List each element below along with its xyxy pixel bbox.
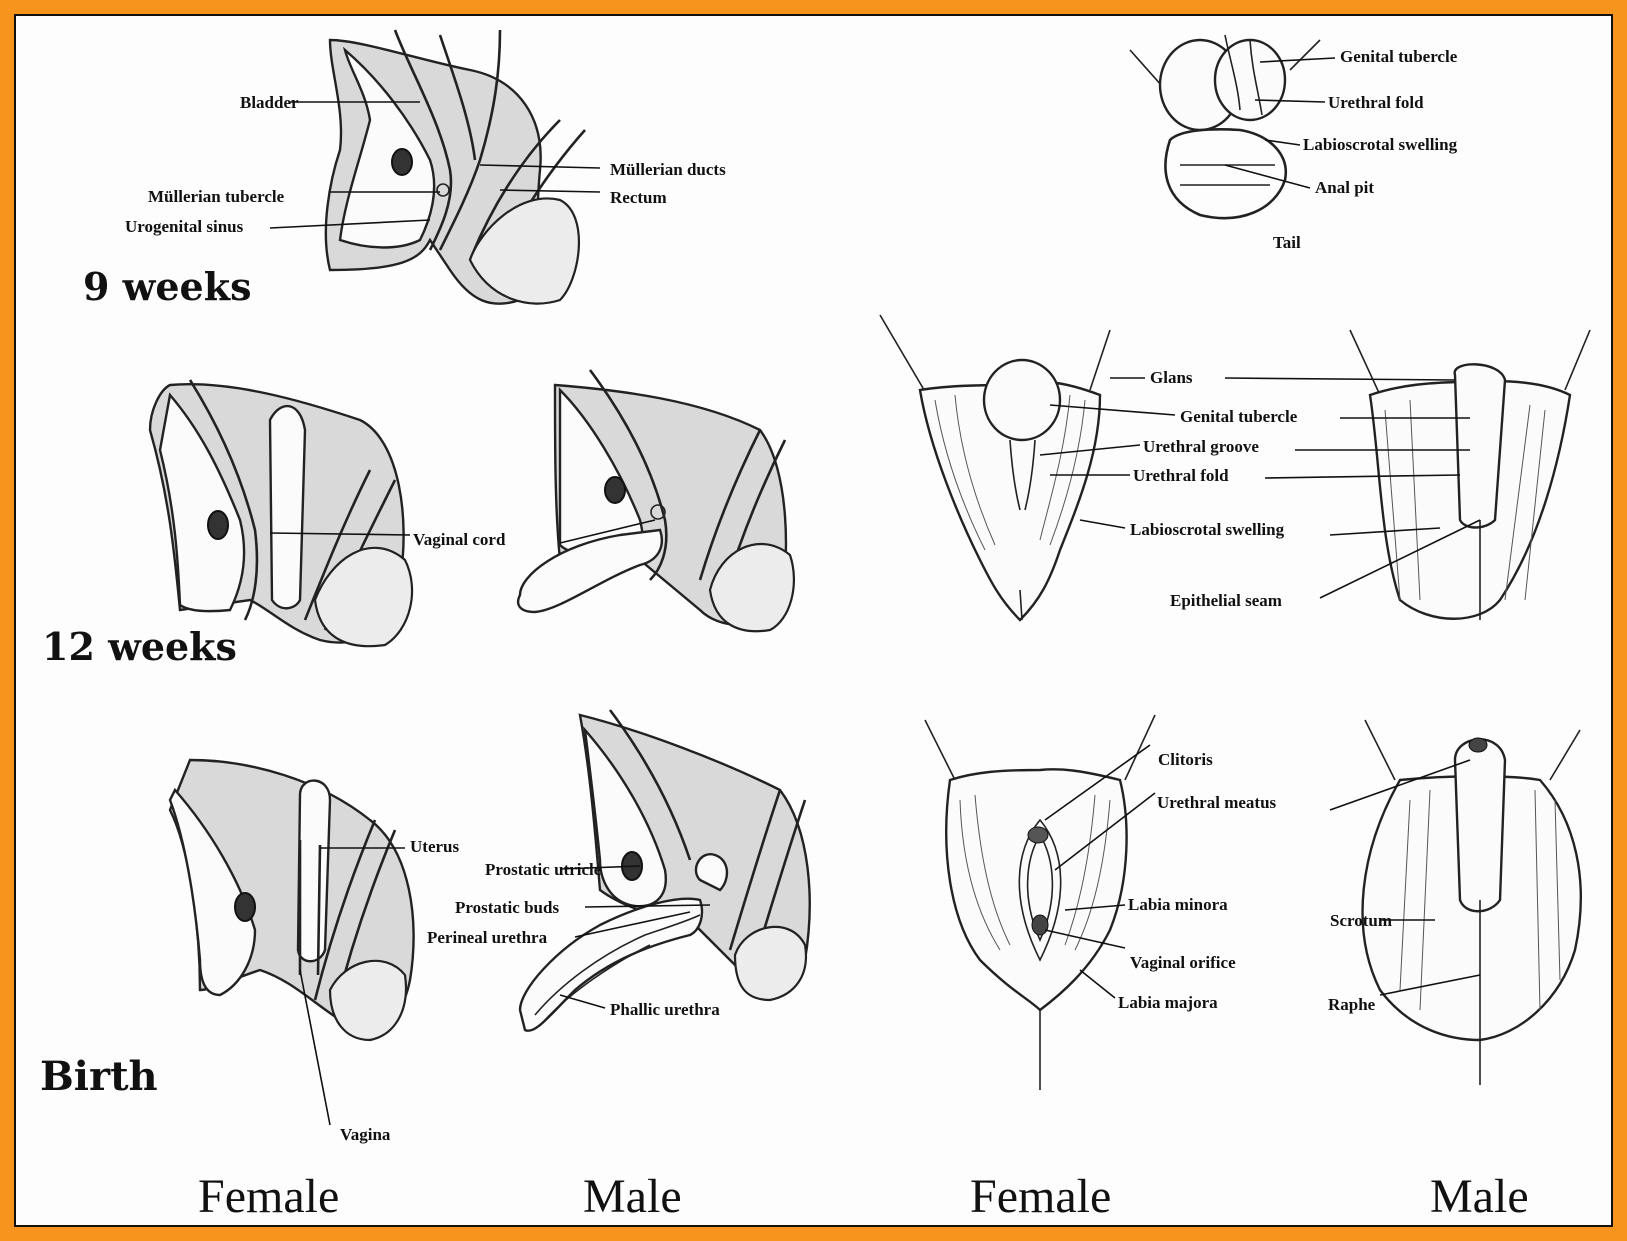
label-uterus: Uterus: [410, 837, 459, 856]
sagittal-birth-female: [170, 760, 414, 1125]
label-labia-majora: Labia majora: [1118, 993, 1218, 1012]
label-perineal-urethra: Perineal urethra: [427, 928, 548, 947]
label-vagina: Vagina: [340, 1125, 391, 1144]
label-urethral-groove: Urethral groove: [1143, 437, 1259, 456]
stage-label-12-weeks: 12 weeks: [42, 624, 237, 669]
caption-male-external: Male: [1430, 1170, 1529, 1223]
sagittal-12-weeks-male: [518, 370, 794, 631]
label-rectum: Rectum: [610, 188, 667, 207]
label-mullerian-ducts: Müllerian ducts: [610, 160, 726, 179]
label-raphe: Raphe: [1328, 995, 1376, 1014]
label-prostatic-utricle: Prostatic utricle: [485, 860, 602, 879]
label-clitoris: Clitoris: [1158, 750, 1213, 769]
label-epithelial-seam: Epithelial seam: [1170, 591, 1282, 610]
sagittal-12-weeks-female: [150, 380, 412, 646]
label-labioscrotal-swelling-12w: Labioscrotal swelling: [1130, 520, 1285, 539]
external-12-weeks-female: [880, 315, 1110, 620]
caption-female-internal: Female: [198, 1170, 339, 1223]
label-scrotum: Scrotum: [1330, 911, 1392, 930]
label-anal-pit: Anal pit: [1315, 178, 1374, 197]
stage-label-birth: Birth: [40, 1053, 158, 1100]
label-vaginal-cord: Vaginal cord: [413, 530, 506, 549]
label-genital-tubercle-indiff: Genital tubercle: [1340, 47, 1458, 66]
label-vaginal-orifice: Vaginal orifice: [1130, 953, 1236, 972]
label-urethral-fold-12w: Urethral fold: [1133, 466, 1229, 485]
label-glans: Glans: [1150, 368, 1193, 387]
external-birth-female: [925, 715, 1155, 1090]
label-genital-tubercle-12w: Genital tubercle: [1180, 407, 1298, 426]
caption-female-external: Female: [970, 1170, 1111, 1223]
indifferent-external-genitalia: [1130, 35, 1335, 218]
label-labia-minora: Labia minora: [1128, 895, 1228, 914]
stage-label-9-weeks: 9 weeks: [83, 264, 251, 309]
caption-male-internal: Male: [583, 1170, 682, 1223]
label-bladder: Bladder: [240, 93, 299, 112]
label-phallic-urethra: Phallic urethra: [610, 1000, 720, 1019]
external-12-weeks-male: [1350, 330, 1590, 620]
label-urethral-fold-indiff: Urethral fold: [1328, 93, 1424, 112]
label-urethral-meatus: Urethral meatus: [1157, 793, 1277, 812]
sagittal-9-weeks: [270, 30, 600, 304]
label-labioscrotal-swelling-indiff: Labioscrotal swelling: [1303, 135, 1458, 154]
label-urogenital-sinus: Urogenital sinus: [125, 217, 244, 236]
external-birth-male: [1363, 720, 1581, 1085]
label-tail: Tail: [1273, 233, 1301, 252]
label-prostatic-buds: Prostatic buds: [455, 898, 559, 917]
label-mullerian-tubercle: Müllerian tubercle: [148, 187, 285, 206]
